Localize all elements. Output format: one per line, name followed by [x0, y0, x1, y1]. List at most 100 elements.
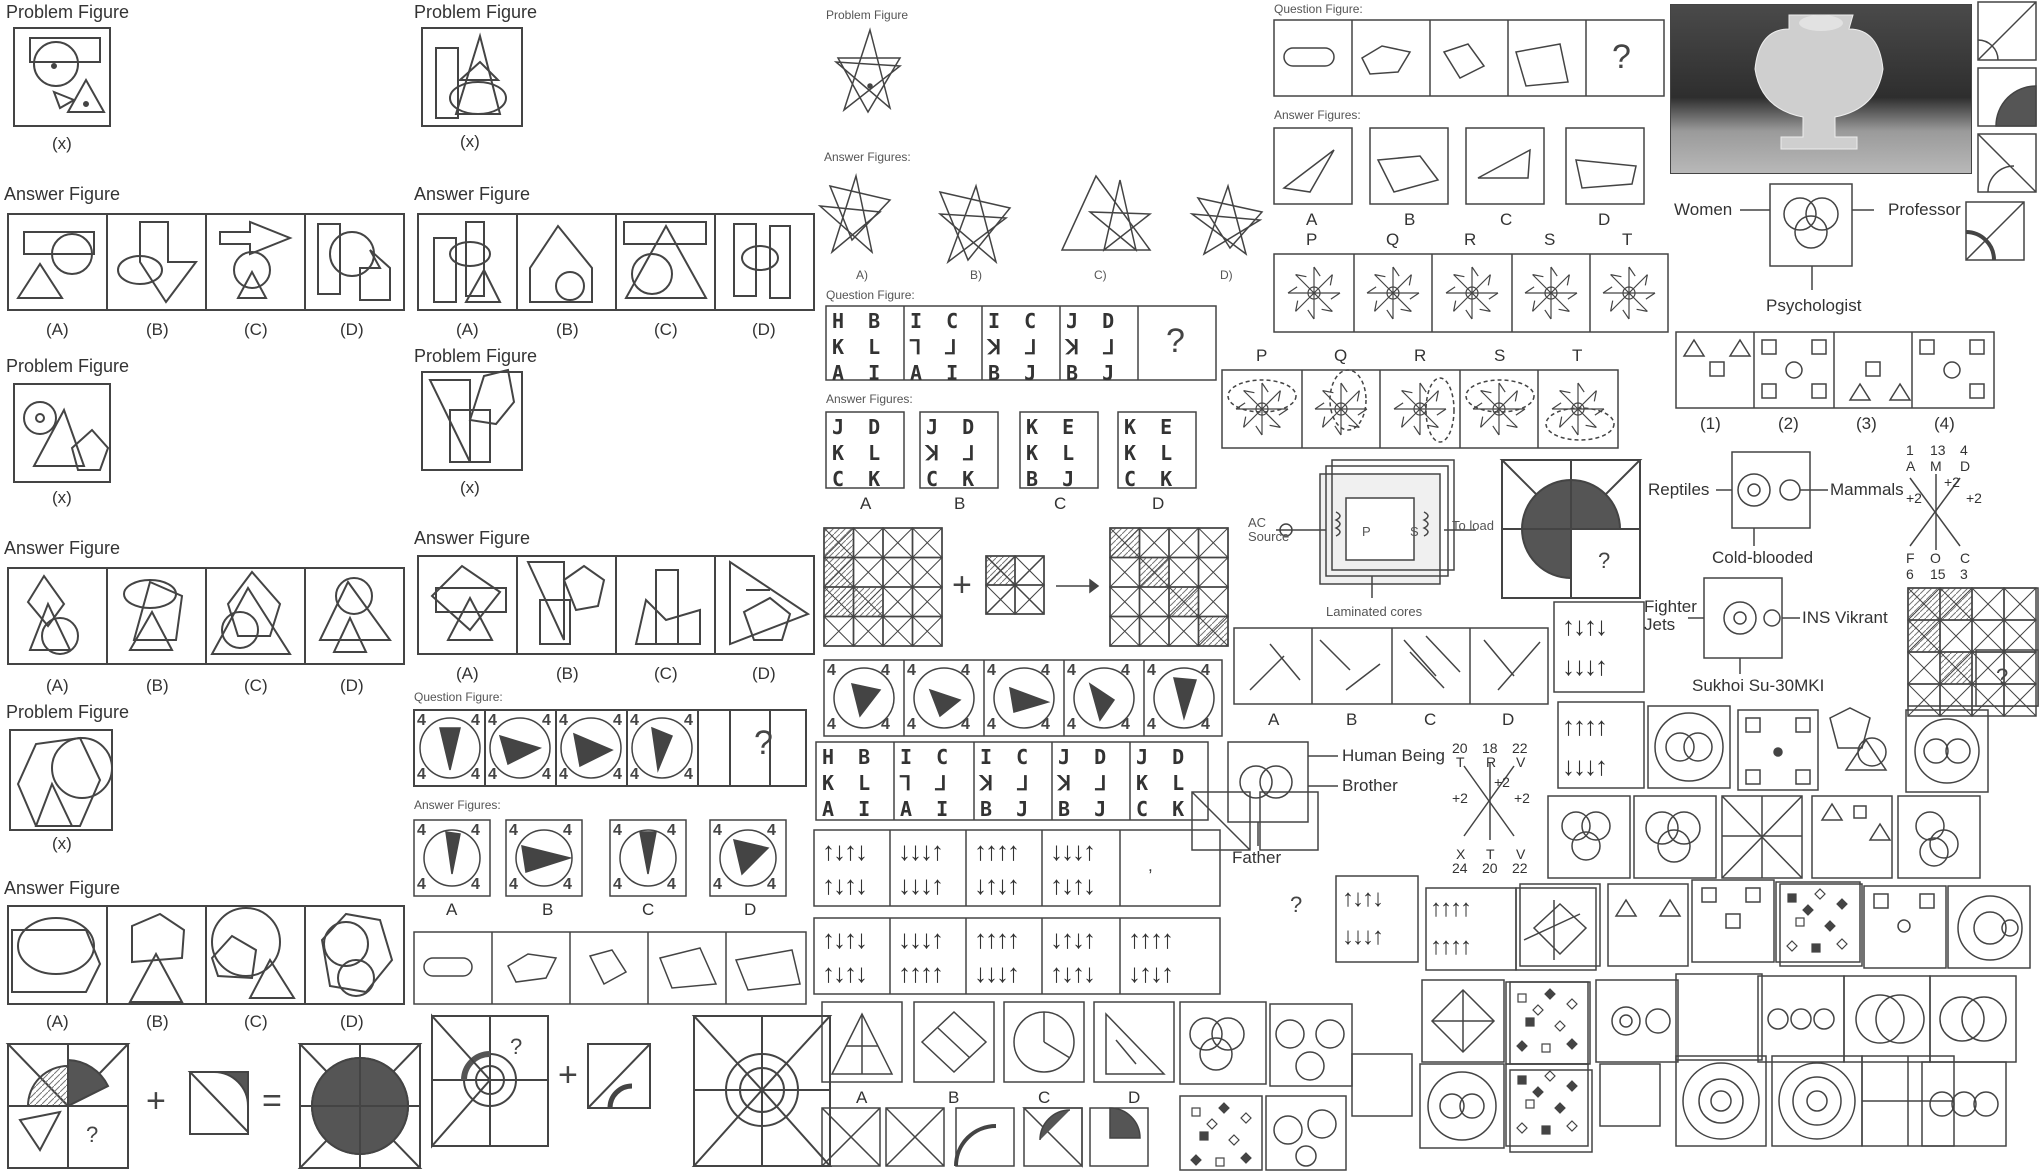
venn-human: [1228, 742, 1338, 846]
problem-figure-label-3: Problem Figure: [6, 702, 129, 723]
fan-spoke: [1244, 391, 1262, 409]
opt-a-3: (A): [46, 1012, 69, 1032]
letter-a2: J Dꓘ ⅃C K: [926, 414, 974, 492]
pie-corner-number: 4: [1067, 716, 1076, 734]
pie-corner-number: 4: [542, 766, 551, 784]
fan-hook: [1288, 287, 1297, 293]
pie-corner-number: 4: [713, 822, 722, 840]
scatter-diamond: [1191, 1155, 1201, 1165]
scatter-diamond: [1545, 1071, 1555, 1081]
fan-spoke: [1533, 293, 1551, 311]
fan-hook: [1551, 267, 1557, 276]
opt-c-4: (C): [654, 320, 678, 340]
pie-corner-number: 4: [613, 822, 622, 840]
scatter-diamond: [1567, 1081, 1577, 1091]
fan-hook: [1367, 287, 1376, 293]
venn-jets-left: Fighter Jets: [1644, 598, 1697, 634]
transformer-source: AC Source: [1248, 516, 1289, 544]
pie-corner-number: 4: [1201, 716, 1210, 734]
venn-reptiles-bottom: Cold-blooded: [1712, 548, 1813, 568]
arrow-cell-3: ↑↑↑↑↓↑↓↑: [974, 834, 1018, 902]
opt-b-3: (B): [146, 1012, 169, 1032]
pie-corner-number: 4: [1121, 716, 1130, 734]
scatter-square: [1526, 1018, 1534, 1026]
sum-equals: =: [262, 1082, 282, 1121]
fan-opt-r-2: R: [1414, 346, 1426, 366]
pie-corner-number: 4: [1121, 662, 1130, 680]
star-opt-b: B): [970, 268, 982, 282]
opt-d-3: (D): [340, 1012, 364, 1032]
answer-figure-row-5: [418, 556, 814, 654]
venn-women-right: Professor: [1888, 200, 1961, 220]
scatter-diamond: [1787, 941, 1797, 951]
problem-figure-2: [14, 384, 110, 482]
sym-opt-4: (4): [1934, 414, 1955, 434]
pie-corner-number: 4: [471, 766, 480, 784]
arrow-dots-opt-d: D: [1502, 710, 1514, 730]
fan-spoke: [1481, 391, 1499, 409]
transformer-cores: Laminated cores: [1326, 604, 1422, 619]
answer-figures-label-4: Answer Figures:: [1274, 108, 1361, 122]
letter-a4: K EK LC K: [1124, 414, 1172, 492]
star1-top-2: 4: [1960, 442, 1968, 458]
scatter-diamond: [1533, 1005, 1543, 1015]
pie-corner-number: 4: [1147, 716, 1156, 734]
venn-human-bottom: Father: [1232, 848, 1281, 868]
opt-c-5: (C): [654, 664, 678, 684]
letter-opt-b: B: [954, 494, 965, 514]
star1-mid-0: +2: [1906, 490, 1922, 506]
pie-corner-number: 4: [509, 822, 518, 840]
pie-corner-number: 4: [684, 766, 693, 784]
star2-top2-1: R: [1486, 754, 1496, 770]
pie-corner-number: 4: [613, 712, 622, 730]
question-figure-label-1: Question Figure:: [414, 690, 503, 704]
arrow-cell-1: ↑↓↑↓↑↓↑↓: [822, 834, 866, 902]
lines-opt-b: B: [1404, 210, 1415, 230]
star-opt-a: A): [856, 268, 868, 282]
letter-q1: H BK LA I: [832, 308, 880, 386]
venn-human-right-top: Human Being: [1342, 746, 1445, 766]
problem-figure-5: [422, 370, 522, 470]
fan-spoke: [1533, 275, 1551, 293]
fan-spoke: [1375, 293, 1393, 311]
scatter-diamond: [1567, 1039, 1577, 1049]
fan-spoke: [1296, 275, 1314, 293]
pie-corner-number: 4: [667, 822, 676, 840]
arrow-box-right-1: ↑↓↑↓↓↓↓↑: [1562, 606, 1606, 686]
fan-hook: [1236, 403, 1245, 409]
scatter-diamond: [1219, 1103, 1229, 1113]
opt-a-5: (A): [456, 664, 479, 684]
transformer-load: To load: [1452, 518, 1494, 533]
lines-opt-c: C: [1500, 210, 1512, 230]
lines-opt-a: A: [1306, 210, 1317, 230]
fan-hook: [1420, 383, 1426, 392]
letter-r3: I Cꓘ ⅃B J: [980, 744, 1028, 822]
shape-opt-c: C: [1038, 1088, 1050, 1108]
venn-jets-bottom: Sukhoi Su-30MKI: [1692, 676, 1824, 696]
fan-hook: [1446, 287, 1455, 293]
symbol-options-row: [1676, 332, 1994, 408]
pie-corner-number: 4: [613, 876, 622, 894]
star1-bottom2-1: O: [1930, 550, 1941, 566]
pie-corner-number: 4: [881, 662, 890, 680]
fan-spoke: [1472, 293, 1490, 311]
arrow-dots-opt-b: B: [1346, 710, 1357, 730]
fan-hook: [1466, 310, 1472, 319]
hatched-right-qmark: ?: [1996, 664, 2008, 690]
scatter-square: [1796, 918, 1804, 926]
pie-corner-number: 4: [509, 876, 518, 894]
pie-corner-number: 4: [767, 822, 776, 840]
fan-spoke: [1629, 293, 1647, 311]
fan-spoke: [1393, 293, 1411, 311]
fan-spoke: [1611, 275, 1629, 293]
sum-left-qmark: ?: [86, 1122, 98, 1148]
sym-opt-1: (1): [1700, 414, 1721, 434]
star1-bottom2-0: F: [1906, 550, 1915, 566]
arrow-dots-opt-c: C: [1424, 710, 1436, 730]
star1-bottom-1: 15: [1930, 566, 1946, 582]
transformer-primary: P: [1362, 524, 1371, 539]
sum-puzzle-left: [8, 1044, 420, 1168]
right-strip-figures: [1966, 2, 2036, 260]
fan-spoke: [1420, 409, 1438, 427]
problem-figure-label-5: Problem Figure: [414, 346, 537, 367]
